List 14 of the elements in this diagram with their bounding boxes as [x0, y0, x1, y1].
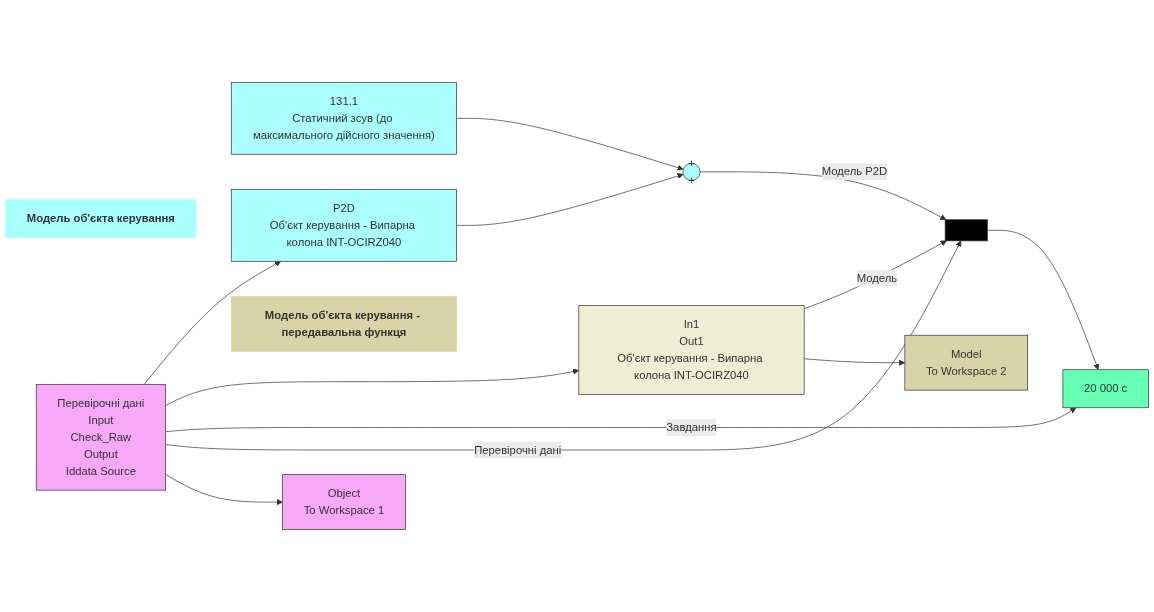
node-box: Model To Workspace 2	[904, 334, 1028, 391]
edge-label: Модель P2D	[821, 165, 888, 178]
node-box: Модель об'єкта керування - передавальна функця	[230, 296, 457, 352]
node-bar	[944, 219, 988, 242]
edge-label: Завдання	[666, 421, 717, 434]
edge-label: Модель	[856, 271, 898, 284]
edge-label: Перевірочні дані	[474, 443, 562, 456]
node-box: P2D Об'єкт керування - Випарна колона INT-OCIRZ040	[230, 189, 457, 262]
node-box: Модель об'єкта керування	[5, 198, 197, 238]
node-box: In1 Out1 Об'єкт керування - Випарна колона INT-OCIRZ040	[578, 305, 805, 395]
node-box: Object To Workspace 1	[282, 474, 406, 530]
node-box: 131.1 Статичний зсув (до максимального дійсного значення)	[230, 82, 457, 155]
node-box: Перевірочні дані Input Check_Raw Output Iddata Source	[35, 384, 166, 491]
node-box: 20 000 с	[1062, 369, 1149, 409]
